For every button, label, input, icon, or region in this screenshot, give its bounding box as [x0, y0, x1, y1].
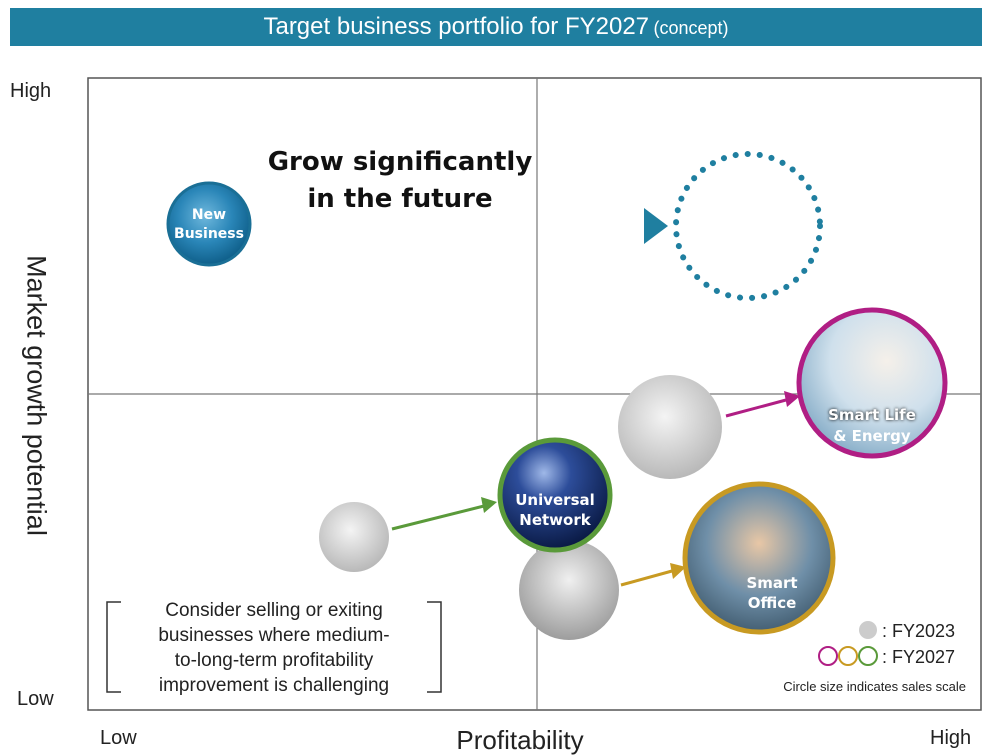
future-target-circle	[673, 151, 823, 301]
x-low-label: Low	[100, 727, 137, 749]
smart-office-fy2023-circle	[519, 540, 619, 640]
new-business-label-1: New	[192, 207, 226, 223]
new-business-bubble: New Business	[166, 181, 252, 267]
legend-size-note: Circle size indicates sales scale	[783, 679, 966, 694]
smart-life-fy2023-circle	[618, 375, 722, 479]
grow-text-line2: in the future	[307, 184, 492, 214]
grow-text-line1: Grow significantly	[268, 147, 533, 177]
legend-fy2023-swatch	[859, 621, 877, 639]
y-low-label: Low	[17, 688, 54, 710]
note-bracket-right	[427, 601, 442, 693]
divestment-note: Consider selling or exiting businesses w…	[106, 600, 442, 696]
y-high-label: High	[10, 80, 52, 102]
universal-network-bubble: Universal Network	[497, 437, 613, 553]
universal-network-fy2023-circle	[319, 502, 389, 572]
page-title-sub: (concept)	[653, 18, 729, 38]
smart-office-bubble: Smart Office	[682, 481, 836, 635]
x-high-label: High	[930, 727, 972, 749]
network-arrow-shaft	[391, 504, 485, 531]
life-arrow-head	[784, 391, 800, 407]
smart-life-label-1: Smart Life	[828, 406, 916, 424]
page-title: Target business portfolio for FY2027	[263, 13, 650, 40]
smart-life-bubble: Smart Life & Energy	[796, 307, 948, 459]
legend-fy2027-label: : FY2027	[882, 647, 955, 667]
legend: : FY2023 : FY2027 Circle size indicates …	[783, 621, 966, 694]
x-axis-label: Profitability	[456, 725, 584, 755]
universal-network-label-2: Network	[519, 511, 591, 529]
smart-life-label-2: & Energy	[833, 427, 911, 445]
note-line-2: businesses where medium-	[158, 625, 389, 646]
smart-office-label-2: Office	[748, 594, 797, 612]
growth-arrow-head	[644, 208, 668, 244]
note-line-1: Consider selling or exiting	[165, 600, 383, 621]
legend-fy2023-label: : FY2023	[882, 621, 955, 641]
title-bar: Target business portfolio for FY2027 (co…	[10, 8, 982, 46]
note-line-3: to-long-term profitability	[175, 650, 374, 671]
legend-fy2027-swatch-life	[818, 646, 838, 666]
note-bracket-left	[106, 601, 121, 693]
legend-fy2027-swatch-network	[858, 646, 878, 666]
life-arrow-shaft	[725, 398, 787, 418]
office-arrow-shaft	[620, 569, 673, 587]
smart-office-label-1: Smart	[746, 574, 797, 592]
new-business-label-2: Business	[174, 226, 244, 242]
office-arrow-head	[670, 563, 686, 579]
network-arrow-head	[481, 497, 497, 513]
legend-fy2027-swatch-office	[838, 646, 858, 666]
note-line-4: improvement is challenging	[159, 675, 389, 696]
universal-network-label-1: Universal	[515, 491, 595, 509]
